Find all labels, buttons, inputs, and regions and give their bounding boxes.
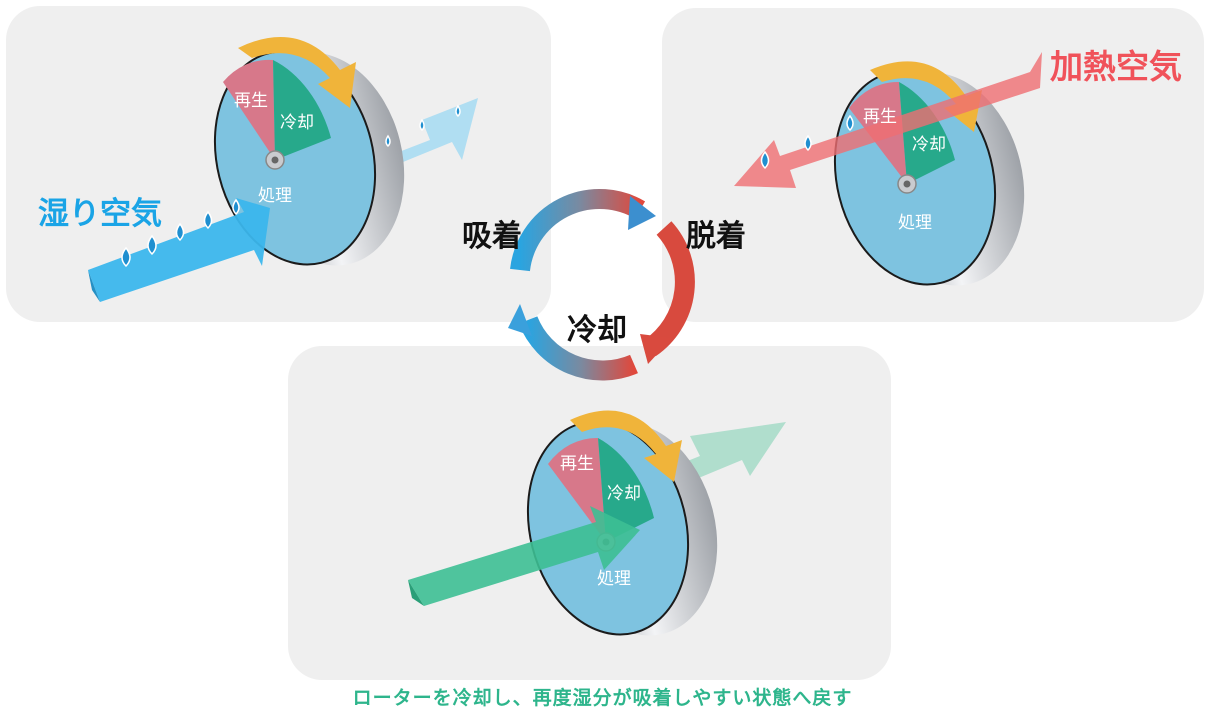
heated-air-label: 加熱空気: [1050, 48, 1182, 85]
regen-label: 再生: [234, 91, 268, 110]
process-label: 処理: [258, 186, 292, 205]
rotation-arrow-icon: [570, 410, 682, 482]
cooling-group: [408, 410, 786, 636]
cycle-arrow-right: [644, 221, 695, 357]
water-droplets: [760, 114, 854, 170]
cycle-arrow-top: [510, 188, 646, 272]
cool-label: 冷却: [912, 135, 946, 154]
regen-label: 再生: [863, 107, 897, 126]
regen-label: 再生: [560, 454, 594, 473]
regen-sector: [223, 59, 275, 160]
desorption-label: 脱着: [686, 219, 746, 253]
cycle-ring: [508, 188, 695, 381]
rotation-arrow-icon: [238, 37, 356, 108]
desorption-group: [734, 52, 1042, 286]
wet-air-label: 湿り空気: [38, 196, 162, 231]
dry-air-out-arrow: [300, 98, 478, 196]
process-label: 処理: [898, 213, 932, 232]
regen-sector: [548, 437, 606, 542]
cooling-air-in-arrow: [408, 506, 640, 606]
cooling-cycle-label: 冷却: [567, 314, 627, 347]
caption-text: ローターを冷却し、再度湿分が吸着しやすい状態へ戻す: [352, 687, 853, 709]
water-droplets: [121, 104, 461, 268]
cycle-arrow-bottom: [518, 316, 638, 381]
cool-label: 冷却: [280, 113, 314, 132]
adsorption-group: [88, 37, 478, 302]
cool-sector: [598, 438, 654, 542]
cool-sector: [899, 82, 955, 184]
heated-air-arrow: [734, 52, 1042, 188]
cool-label: 冷却: [607, 484, 641, 503]
process-label: 処理: [597, 569, 631, 588]
wet-air-in-arrow: [88, 198, 270, 302]
cool-sector: [273, 60, 331, 160]
adsorption-label: 吸着: [462, 219, 522, 253]
